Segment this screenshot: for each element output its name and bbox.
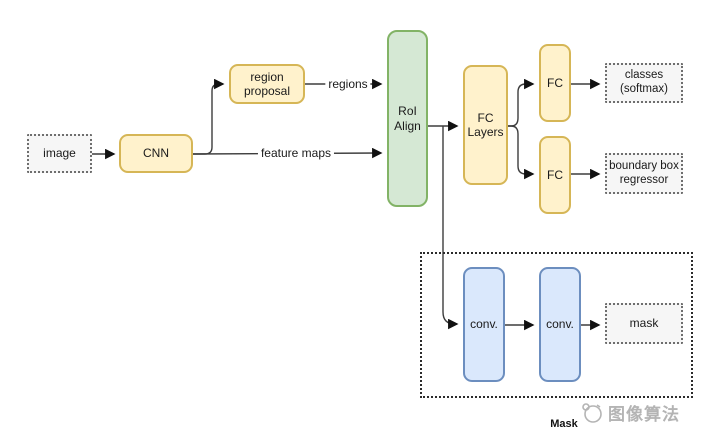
watermark: 图像算法 <box>580 400 680 425</box>
node-image-label: image <box>43 146 76 161</box>
edge-fclayers-to-fc-bottom <box>508 125 535 180</box>
node-boundary-box-regressor: boundary box regressor <box>605 153 683 194</box>
node-conv-2-label: conv. <box>546 317 574 332</box>
node-roi-align: RoI Align <box>387 30 428 207</box>
node-mask-label: mask <box>629 316 659 331</box>
node-classes-softmax-label: classes (softmax) <box>620 69 668 95</box>
node-fc-top: FC <box>539 44 571 122</box>
node-fc-layers: FC Layers <box>463 65 508 185</box>
edge-roialign-to-conv1-branch <box>442 126 459 330</box>
node-boundary-box-regressor-label: boundary box regressor <box>609 159 679 186</box>
node-region-proposal: region proposal <box>229 64 305 104</box>
edge-label-feature-maps: feature maps <box>257 146 335 160</box>
watermark-text: 图像算法 <box>608 405 680 424</box>
node-fc-layers-label: FC Layers <box>467 110 504 139</box>
node-fc-bottom-label: FC <box>547 167 563 182</box>
node-image: image <box>27 134 92 173</box>
mask-group-label: Mask <box>550 418 578 430</box>
node-region-proposal-label: region proposal <box>243 69 291 98</box>
node-fc-top-label: FC <box>547 75 563 90</box>
watermark-camera-icon <box>582 402 602 423</box>
node-conv-1: conv. <box>463 267 505 382</box>
node-conv-1-label: conv. <box>470 317 498 332</box>
edge-fclayers-to-fc-top <box>508 78 535 127</box>
node-classes-softmax: classes (softmax) <box>605 63 683 103</box>
edge-cnn-to-regionproposal <box>193 78 225 155</box>
edge-label-regions: regions <box>325 77 371 91</box>
node-cnn-label: CNN <box>143 146 169 161</box>
node-conv-2: conv. <box>539 267 581 382</box>
node-roi-align-label: RoI Align <box>394 104 421 133</box>
mask-branch-group <box>420 252 693 398</box>
node-fc-bottom: FC <box>539 136 571 214</box>
node-cnn: CNN <box>119 134 193 173</box>
node-mask: mask <box>605 303 683 344</box>
